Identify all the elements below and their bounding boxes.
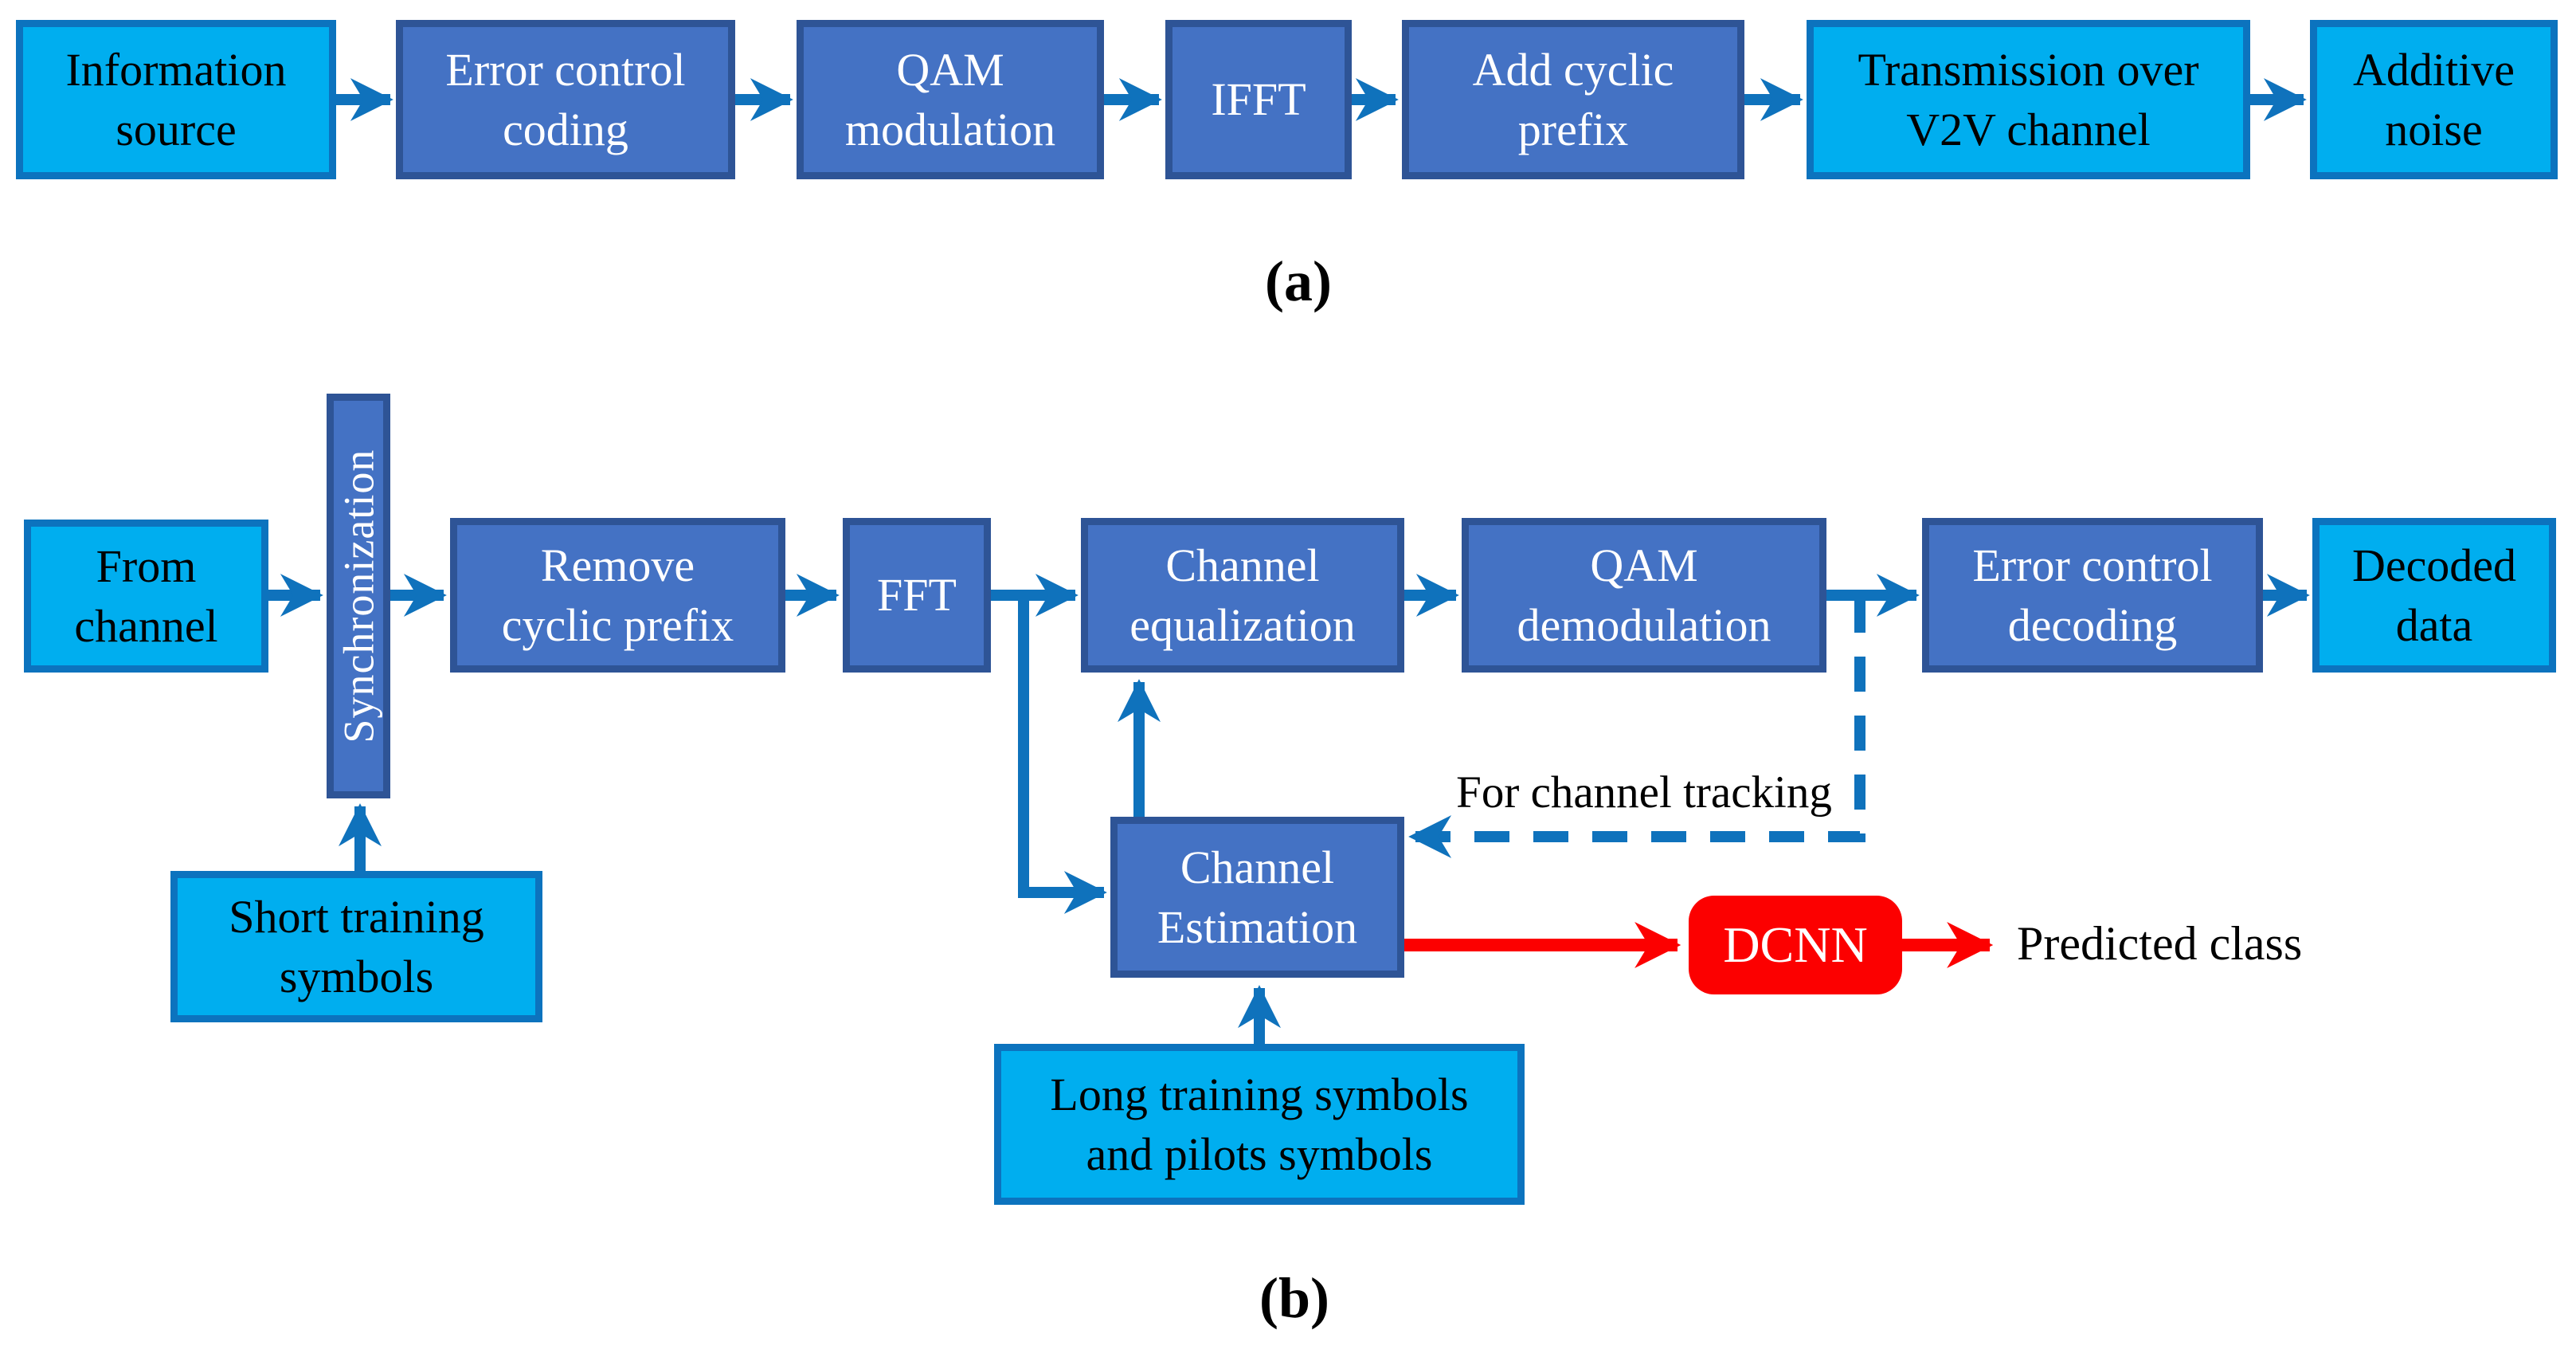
node-information-source: Information source	[16, 20, 336, 179]
node-transmission-v2v-channel: Transmission over V2V channel	[1807, 20, 2250, 179]
node-label: From channel	[74, 539, 218, 652]
node-label: Decoded data	[2351, 539, 2517, 651]
node-qam-demodulation: QAM demodulation	[1462, 518, 1826, 673]
node-label: QAM modulation	[844, 43, 1056, 155]
node-label: Channel equalization	[1129, 539, 1356, 651]
node-label: Remove cyclic prefix	[501, 539, 734, 651]
node-label: Additive noise	[2353, 43, 2515, 155]
label-predicted-class: Predicted class	[2017, 917, 2303, 970]
node-remove-cyclic-prefix: Remove cyclic prefix	[450, 518, 785, 673]
node-label: Short training symbols	[229, 890, 484, 1002]
node-label: FFT	[877, 569, 957, 622]
node-from-channel: From channel	[24, 520, 268, 673]
node-label: Transmission over V2V channel	[1858, 43, 2199, 155]
node-label: Error control decoding	[1972, 539, 2213, 651]
node-decoded-data: Decoded data	[2312, 518, 2556, 673]
node-ifft: IFFT	[1165, 20, 1352, 179]
node-qam-modulation: QAM modulation	[797, 20, 1104, 179]
node-label: DCNN	[1723, 916, 1868, 974]
node-error-control-decoding: Error control decoding	[1922, 518, 2263, 673]
node-label: Information source	[65, 43, 287, 155]
label-for-channel-tracking: For channel tracking	[1456, 767, 1832, 818]
node-fft: FFT	[843, 518, 991, 673]
node-label: Add cyclic prefix	[1472, 43, 1674, 155]
node-label: Synchronization	[334, 449, 382, 743]
node-error-control-coding: Error control coding	[396, 20, 735, 179]
node-long-training-symbols: Long training symbols and pilots symbols	[994, 1044, 1525, 1205]
caption-a: (a)	[1265, 249, 1332, 313]
node-label: Long training symbols and pilots symbols	[1050, 1068, 1469, 1180]
node-short-training-symbols: Short training symbols	[170, 871, 542, 1022]
node-label: QAM demodulation	[1517, 539, 1771, 651]
node-additive-noise: Additive noise	[2310, 20, 2558, 179]
caption-b: (b)	[1259, 1266, 1329, 1330]
node-label: IFFT	[1211, 73, 1306, 126]
node-add-cyclic-prefix: Add cyclic prefix	[1402, 20, 1744, 179]
node-label: Channel Estimation	[1157, 841, 1358, 953]
node-label: Error control coding	[445, 43, 686, 155]
node-synchronization: Synchronization	[327, 394, 390, 798]
node-channel-equalization: Channel equalization	[1081, 518, 1404, 673]
node-dcnn: DCNN	[1689, 896, 1902, 994]
node-channel-estimation: Channel Estimation	[1110, 817, 1404, 978]
